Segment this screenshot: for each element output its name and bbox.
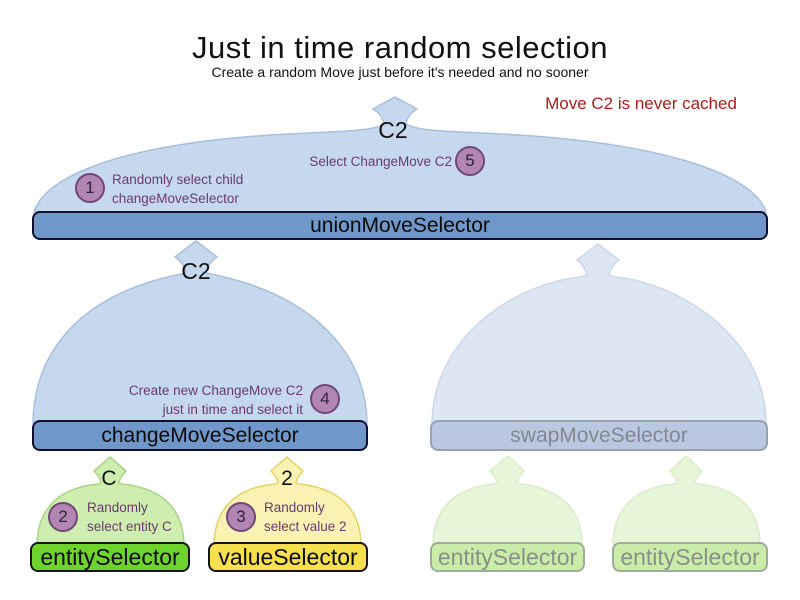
step-3-line1: Randomly xyxy=(264,500,325,515)
union-move-selector-bar: unionMoveSelector xyxy=(32,211,768,240)
move-label-value-output: 2 xyxy=(281,467,293,490)
never-cached-note: Move C2 is never cached xyxy=(545,94,737,113)
step-2-line1: Randomly xyxy=(87,500,148,515)
swap-funnel-shape xyxy=(431,243,767,424)
change-move-selector-label: changeMoveSelector xyxy=(101,423,299,447)
step-3-number: 3 xyxy=(236,507,246,526)
value-selector-bar: valueSelector xyxy=(208,542,368,572)
entity-selector-faded-right-bar: entitySelector xyxy=(612,542,768,572)
step-5-line1: Select ChangeMove C2 xyxy=(309,154,452,169)
entity-faded-left-funnel-shape xyxy=(432,454,583,545)
step-2-annotation: Randomly select entity C xyxy=(87,498,197,536)
union-move-selector-label: unionMoveSelector xyxy=(310,213,490,237)
move-label-union-output: C2 xyxy=(378,117,408,143)
step-2-badge: 2 xyxy=(48,502,78,532)
entity-selector-label: entitySelector xyxy=(40,543,180,570)
move-label-entity-output: C xyxy=(101,467,117,490)
step-5-number: 5 xyxy=(465,151,475,170)
move-label-change-output: C2 xyxy=(181,258,211,284)
step-1-badge: 1 xyxy=(75,173,105,203)
step-1-line2: changeMoveSelector xyxy=(112,191,239,206)
step-4-line2: just in time and select it xyxy=(162,402,303,417)
entity-selector-faded-left-bar: entitySelector xyxy=(430,542,585,572)
step-3-badge: 3 xyxy=(226,502,256,532)
entity-faded-right-funnel-shape xyxy=(612,454,761,545)
change-funnel-shape xyxy=(32,240,368,424)
entity-selector-faded-right-label: entitySelector xyxy=(620,543,760,570)
step-3-line2: select value 2 xyxy=(264,519,347,534)
entity-selector-faded-left-label: entitySelector xyxy=(437,543,578,570)
swap-move-selector-label: swapMoveSelector xyxy=(510,423,688,447)
swap-move-selector-bar: swapMoveSelector xyxy=(430,420,768,451)
page-subtitle: Create a random Move just before it's ne… xyxy=(211,64,589,80)
step-2-line2: select entity C xyxy=(87,519,172,534)
step-4-badge: 4 xyxy=(310,384,340,414)
step-4-number: 4 xyxy=(320,389,330,408)
entity-selector-bar: entitySelector xyxy=(30,542,190,572)
step-5-badge: 5 xyxy=(455,146,485,176)
value-selector-label: valueSelector xyxy=(218,543,358,570)
step-4-line1: Create new ChangeMove C2 xyxy=(128,383,303,398)
step-1-number: 1 xyxy=(85,178,95,197)
step-1-annotation: Randomly select child changeMoveSelector xyxy=(112,170,282,208)
step-5-annotation: Select ChangeMove C2 xyxy=(280,152,452,171)
union-funnel-shape xyxy=(32,96,768,213)
step-3-annotation: Randomly select value 2 xyxy=(264,498,374,536)
step-1-line1: Randomly select child xyxy=(112,172,244,187)
page-title: Just in time random selection xyxy=(192,30,608,65)
step-4-annotation: Create new ChangeMove C2 just in time an… xyxy=(118,381,303,419)
step-2-number: 2 xyxy=(58,507,68,526)
change-move-selector-bar: changeMoveSelector xyxy=(32,420,368,451)
